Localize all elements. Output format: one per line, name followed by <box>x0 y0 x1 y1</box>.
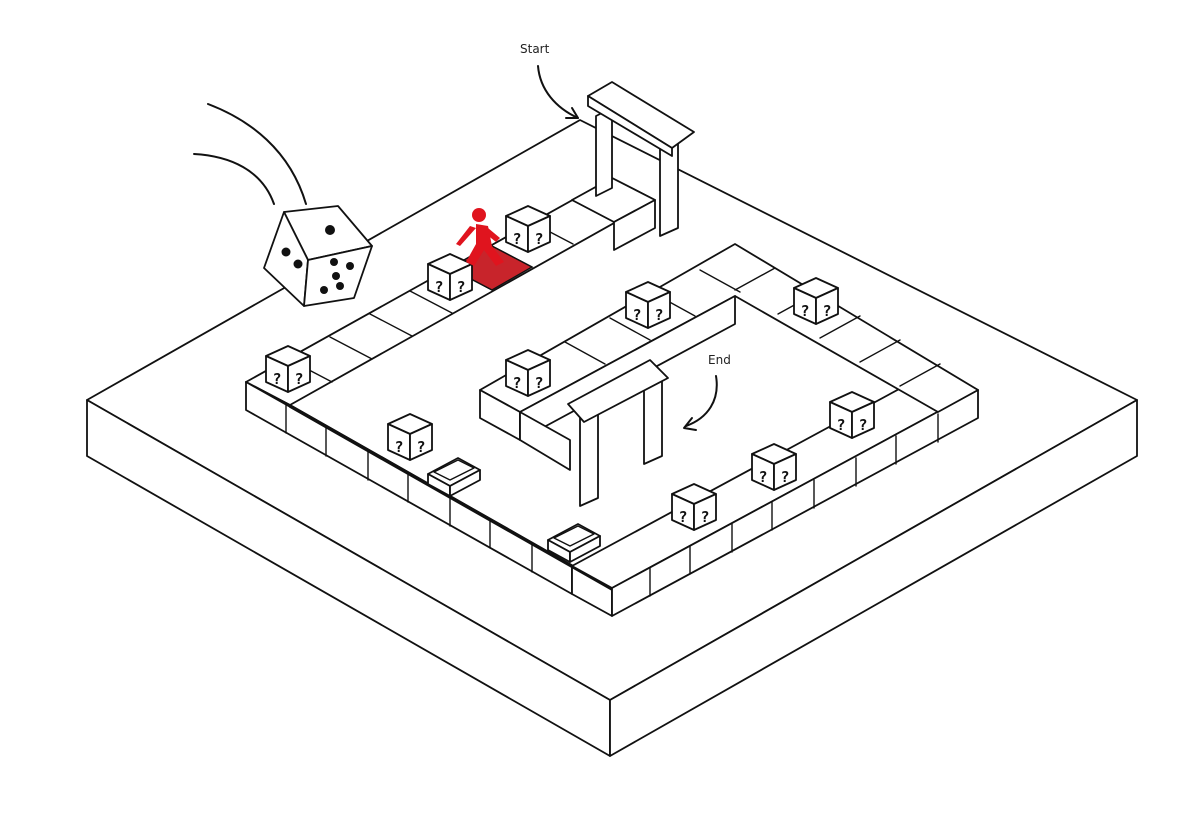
walking-person-icon[interactable] <box>456 208 504 266</box>
question-block-icon[interactable]: ?? <box>751 443 797 491</box>
question-mark-glyph: ? <box>456 278 465 296</box>
question-mark-glyph: ? <box>678 508 687 526</box>
start-arrow <box>537 65 579 119</box>
question-mark-glyph: ? <box>800 302 809 320</box>
question-mark-glyph: ? <box>632 306 641 324</box>
dice-icon[interactable] <box>263 205 373 307</box>
question-block-icon[interactable]: ?? <box>505 205 551 253</box>
question-mark-glyph: ? <box>654 306 663 324</box>
question-mark-glyph: ? <box>434 278 443 296</box>
dice-motion-lines <box>193 103 307 205</box>
question-block-icon[interactable]: ?? <box>671 483 717 531</box>
question-block-icon[interactable]: ?? <box>265 345 311 393</box>
question-mark-glyph: ? <box>272 370 281 388</box>
end-arrow <box>683 375 718 431</box>
question-block-icon[interactable]: ?? <box>387 413 433 461</box>
question-mark-glyph: ? <box>512 374 521 392</box>
start-label: Start <box>520 42 550 56</box>
question-block-icon[interactable]: ?? <box>427 253 473 301</box>
question-mark-glyph: ? <box>836 416 845 434</box>
question-mark-glyph: ? <box>780 468 789 486</box>
question-block-icon[interactable]: ?? <box>829 391 875 439</box>
question-mark-glyph: ? <box>700 508 709 526</box>
question-mark-glyph: ? <box>512 230 521 248</box>
question-block-icon[interactable]: ?? <box>625 281 671 329</box>
question-mark-glyph: ? <box>858 416 867 434</box>
start-path <box>571 177 656 251</box>
end-gate-icon <box>567 359 669 507</box>
end-label: End <box>708 353 731 367</box>
question-block-icon[interactable]: ?? <box>793 277 839 325</box>
question-mark-glyph: ? <box>534 230 543 248</box>
question-mark-glyph: ? <box>534 374 543 392</box>
question-mark-glyph: ? <box>758 468 767 486</box>
question-mark-glyph: ? <box>416 438 425 456</box>
treasure-chest-icon[interactable] <box>547 523 601 563</box>
question-mark-glyph: ? <box>294 370 303 388</box>
start-gate-icon <box>587 81 695 237</box>
treasure-chest-icon[interactable] <box>427 457 481 497</box>
question-mark-glyph: ? <box>394 438 403 456</box>
outer-track <box>245 177 979 617</box>
question-mark-glyph: ? <box>822 302 831 320</box>
question-block-icon[interactable]: ?? <box>505 349 551 397</box>
